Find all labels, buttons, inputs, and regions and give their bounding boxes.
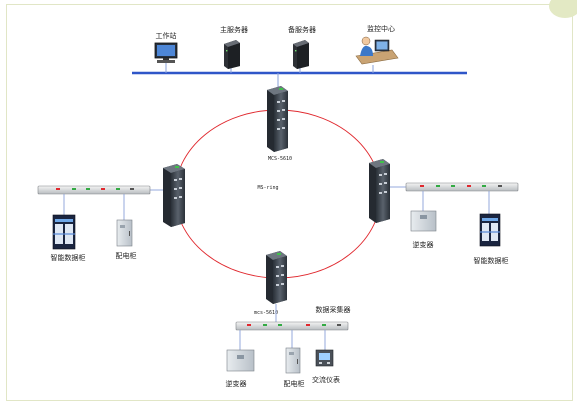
ms-ring-label: MS-ring bbox=[257, 185, 278, 191]
bottom-switch-model-label: mcs-5610 bbox=[254, 310, 278, 316]
bottom-strip-drops bbox=[239, 330, 326, 350]
monitor-center-label: 监控中心 bbox=[367, 24, 395, 33]
bottom-distribution-cabinet-label: 配电柜 bbox=[284, 379, 305, 388]
switch-to-strip-links bbox=[150, 186, 406, 322]
data-collector-label: 数据采集器 bbox=[316, 305, 351, 314]
right-inverter-label: 逆变器 bbox=[413, 240, 434, 249]
bottom-inverter-label: 逆变器 bbox=[226, 379, 247, 388]
bottom-ring-switch-icon bbox=[266, 251, 287, 304]
right-strip-drops bbox=[422, 191, 490, 214]
right-port-strip bbox=[405, 182, 519, 192]
left-distribution-cabinet-icon bbox=[116, 219, 133, 247]
left-smart-cabinet-label: 智能数据柜 bbox=[51, 253, 86, 262]
backup-server-label: 备服务器 bbox=[288, 25, 316, 34]
bus-drop-links bbox=[165, 63, 374, 88]
corner-decoration bbox=[549, 0, 577, 18]
right-smart-cabinet-label: 智能数据柜 bbox=[474, 256, 509, 265]
workstation-icon bbox=[154, 42, 178, 63]
backup-server-icon bbox=[293, 40, 309, 69]
left-ring-switch-icon bbox=[163, 164, 185, 227]
main-server-label: 主服务器 bbox=[220, 25, 248, 34]
bottom-inverter-icon bbox=[226, 349, 255, 372]
left-strip-drops bbox=[63, 194, 125, 220]
right-inverter-icon bbox=[410, 210, 437, 232]
workstation-label: 工作站 bbox=[156, 31, 177, 40]
bottom-ac-meter-icon bbox=[315, 349, 334, 367]
right-smart-cabinet-icon bbox=[479, 213, 501, 247]
left-port-strip bbox=[37, 185, 151, 195]
bottom-ac-meter-label: 交流仪表 bbox=[312, 375, 340, 384]
slide-frame bbox=[6, 4, 573, 401]
left-distribution-cabinet-label: 配电柜 bbox=[116, 251, 137, 260]
top-switch-model-label: MCS-5610 bbox=[268, 156, 292, 162]
left-smart-cabinet-icon bbox=[52, 214, 76, 250]
monitor-center-icon bbox=[355, 36, 399, 65]
bottom-port-strip bbox=[235, 321, 349, 331]
bottom-distribution-cabinet-icon bbox=[285, 347, 301, 374]
right-ring-switch-icon bbox=[369, 159, 390, 223]
top-ring-switch-icon bbox=[267, 86, 288, 152]
main-server-icon bbox=[224, 40, 240, 69]
